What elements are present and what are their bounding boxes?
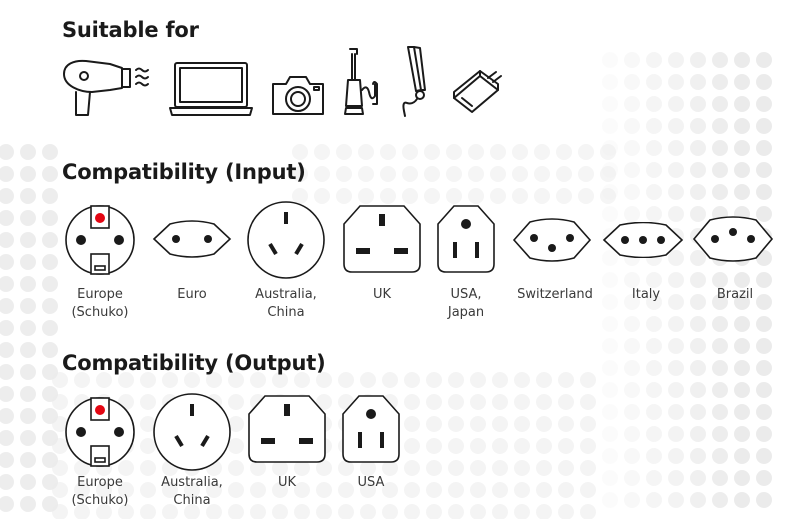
camera-icon [272, 76, 324, 115]
label-australia-china-input: Australia, China [255, 287, 317, 320]
label-switzerland-input: Switzerland [517, 287, 593, 302]
label-australia-china-output: Australia, China [161, 475, 223, 508]
plug-uk-output [245, 394, 329, 464]
plug-europe-schuko-output [62, 392, 138, 472]
plug-australia-china-output [152, 392, 232, 472]
plug-brazil-input [692, 216, 774, 262]
label-europe-schuko-output: Europe (Schuko) [71, 475, 129, 508]
hair-straightener-icon [402, 46, 426, 117]
plug-switzerland-input [512, 218, 592, 262]
vacuum-cleaner-icon [344, 48, 378, 115]
laptop-icon [169, 62, 253, 116]
hair-dryer-icon [63, 59, 149, 116]
plug-uk-input [340, 204, 424, 274]
label-italy-input: Italy [631, 287, 661, 302]
label-europe-schuko-input: Europe (Schuko) [71, 287, 129, 320]
label-usa-japan-input: USA, Japan [447, 287, 485, 320]
plug-usa-japan-input [436, 204, 496, 274]
phone-charger-icon [453, 70, 502, 113]
plug-australia-china-input [246, 200, 326, 280]
label-brazil-input: Brazil [716, 287, 754, 302]
plug-usa-output [341, 394, 401, 464]
compatibility-output-title: Compatibility (Output) [62, 351, 326, 375]
label-euro-input: Euro [177, 287, 207, 302]
plug-euro-input [152, 220, 232, 258]
compatibility-input-title: Compatibility (Input) [62, 160, 306, 184]
plug-europe-schuko-input [62, 200, 138, 280]
label-uk-output: UK [277, 475, 297, 490]
suitable-for-title: Suitable for [62, 18, 199, 42]
plug-italy-input [602, 222, 684, 258]
label-usa-output: USA [357, 475, 385, 490]
label-uk-input: UK [372, 287, 392, 302]
